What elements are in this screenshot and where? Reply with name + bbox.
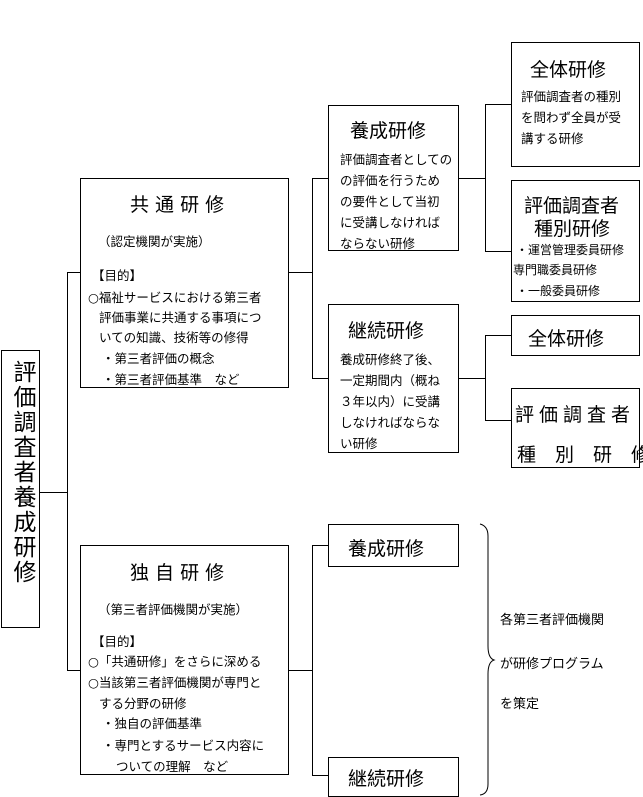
own-sub-training-title: 養成研修	[348, 538, 425, 560]
type-training-title: 評価調査者	[524, 195, 620, 217]
general-training-box-2	[511, 315, 640, 356]
connector	[459, 178, 485, 179]
general-training-title-2: 全体研修	[528, 328, 605, 350]
training-line: ならない研修	[340, 236, 416, 251]
common-line: ・第三者評価の概念	[102, 351, 215, 366]
type-training-box	[511, 180, 640, 302]
connector	[485, 420, 511, 421]
training-title: 養成研修	[350, 120, 427, 142]
connector	[67, 272, 80, 273]
continuing-line: 養成研修終了後、	[340, 352, 441, 367]
training-line: の評価を行うため	[340, 173, 441, 188]
training-line: に受講しなければ	[340, 215, 441, 230]
connector	[485, 251, 511, 252]
common-line: ・第三者評価基準 など	[102, 372, 240, 387]
own-training-box	[80, 545, 289, 775]
continuing-line: ３年以内）に受講	[340, 394, 441, 409]
brace-icon	[479, 523, 496, 796]
own-line: ついての理解 など	[116, 759, 229, 774]
connector	[312, 545, 328, 546]
own-purpose-label: 【目的】	[92, 634, 143, 649]
general-training-title: 全体研修	[530, 59, 607, 81]
type-training-title-2a: 評価調査者	[515, 404, 636, 426]
training-line: 評価調査者としての	[340, 152, 453, 167]
own-training-subtitle: （第三者評価機関が実施）	[98, 602, 249, 617]
training-box	[328, 105, 459, 251]
general-line: を問わず全員が受	[521, 110, 622, 125]
connector	[485, 104, 511, 105]
connector	[289, 670, 312, 671]
general-training-box	[511, 42, 640, 167]
continuing-line: い研修	[340, 436, 378, 451]
type-training-box-2	[511, 388, 640, 468]
type-line: 専門職委員研修	[513, 263, 598, 277]
connector	[40, 492, 67, 493]
connector	[289, 272, 312, 273]
own-training-title: 独 自 研 修	[130, 562, 225, 584]
continuing-line: 一定期間内（概ね	[340, 373, 441, 388]
connector	[312, 775, 328, 776]
common-line: いての知識、技術等の修得	[99, 330, 249, 345]
general-line: 評価調査者の種別	[521, 89, 622, 104]
common-line: ○福祉サービスにおける第三者	[88, 290, 262, 305]
own-sub-continuing-title: 継続研修	[348, 768, 425, 790]
connector	[485, 335, 511, 336]
note-line: 各第三者評価機関	[500, 613, 605, 628]
connector	[485, 104, 486, 252]
own-line: ○当該第三者評価機関が専門と	[88, 675, 262, 690]
continuing-title: 継続研修	[348, 320, 425, 342]
own-line: する分野の研修	[99, 696, 187, 711]
note-line: が研修プログラム	[500, 657, 604, 672]
general-line: 講する研修	[521, 131, 584, 146]
common-purpose-label: 【目的】	[92, 268, 143, 283]
type-training-title: 種別研修	[534, 218, 611, 240]
own-line: ・専門とするサービス内容に	[102, 738, 265, 753]
connector	[312, 178, 313, 379]
connector	[67, 272, 68, 671]
type-training-title-2b: 種 別 研 修	[517, 444, 643, 466]
type-line: ・一般委員研修	[516, 284, 601, 298]
root-label: 評価調査者養成研修	[9, 360, 35, 585]
own-line: ・独自の評価基準	[102, 716, 203, 731]
common-line: 評価事業に共通する事項につ	[99, 310, 262, 325]
own-sub-training-box	[328, 524, 459, 567]
common-training-subtitle: （認定機関が実施）	[98, 234, 211, 249]
continuing-box	[328, 304, 459, 453]
connector	[312, 378, 328, 379]
connector	[312, 178, 328, 179]
connector	[67, 670, 80, 671]
root-box	[1, 350, 40, 628]
note-line: を策定	[500, 697, 540, 712]
connector	[312, 545, 313, 776]
common-training-title: 共 通 研 修	[130, 194, 225, 216]
own-sub-continuing-box	[328, 757, 459, 797]
continuing-line: しなければならな	[340, 415, 441, 430]
connector	[459, 378, 485, 379]
type-line: ・運営管理委員研修	[516, 243, 625, 257]
common-training-box	[80, 178, 289, 388]
connector	[485, 335, 486, 421]
training-line: の要件として当初	[340, 194, 440, 209]
own-line: ○「共通研修」をさらに深める	[88, 654, 262, 669]
